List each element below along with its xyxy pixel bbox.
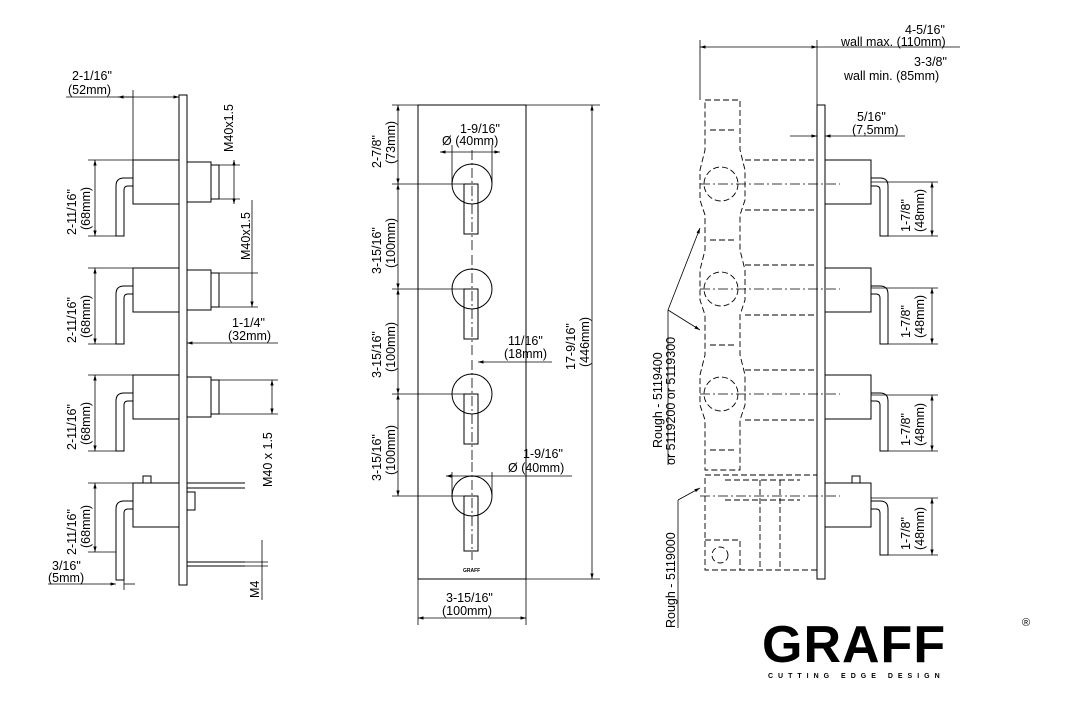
left-top-width: 2-1/16"	[72, 69, 112, 83]
right-wall-plate	[816, 104, 826, 580]
right-spacing-4-mm: (48mm)	[913, 507, 927, 550]
front-top-offset-mm: (73mm)	[384, 121, 398, 164]
right-spacing-4: 1-7/8"	[899, 517, 913, 550]
front-view: GRAFF 2-7/8" (73mm) 3-15/16" (100mm) 3-1…	[370, 104, 600, 625]
right-spacing-3-mm: (48mm)	[913, 403, 927, 446]
left-handle-2	[115, 267, 220, 345]
front-pitch-2: 3-15/16"	[370, 331, 384, 378]
left-spacing-4-mm: (68mm)	[79, 505, 93, 548]
right-rough-body	[699, 99, 840, 571]
left-depth: 1-1/4"	[232, 316, 265, 330]
front-brand-mark: GRAFF	[463, 568, 480, 574]
left-plate: 3/16"	[52, 559, 81, 573]
logo-tagline: CUTTING EDGE DESIGN	[768, 673, 945, 680]
front-width-mm: (100mm)	[442, 604, 492, 618]
front-total-height-mm: (446mm)	[578, 317, 592, 367]
left-handle-4	[115, 475, 245, 581]
right-spacing-1-mm: (48mm)	[913, 189, 927, 232]
left-handle-3	[115, 374, 220, 452]
right-wall-min: 3-3/8"	[914, 55, 947, 69]
front-pitch-2-mm: (100mm)	[384, 322, 398, 372]
right-rough-1b: or 5119200 or 5119300	[664, 337, 678, 465]
front-knob-dia2-mm: Ø (40mm)	[508, 461, 564, 475]
right-handle-3	[824, 374, 889, 452]
right-side-view: 1-7/8" (48mm) 1-7/8" (48mm) 1-7/8" (48mm…	[651, 23, 960, 628]
front-total-height: 17-9/16"	[564, 323, 578, 370]
left-spacing-3: 2-11/16"	[65, 404, 79, 450]
front-knob-2	[451, 255, 493, 355]
left-spacing-1: 2-11/16"	[65, 189, 79, 235]
right-wall-min-mm: wall min. (85mm)	[843, 69, 939, 83]
left-depth-mm: (32mm)	[228, 329, 271, 343]
right-handle-1	[824, 159, 889, 237]
left-spacing-2-mm: (68mm)	[79, 295, 93, 338]
front-knob-4	[451, 462, 493, 560]
left-side-view: 2-1/16" (52mm) 2-11/16" (68mm) 2-11/16" …	[48, 69, 278, 600]
right-rough-2: Rough - 5119000	[664, 532, 678, 628]
left-spacing-1-mm: (68mm)	[79, 187, 93, 230]
right-wall-max-mm: wall max. (110mm)	[840, 35, 946, 49]
front-knob-1	[451, 150, 493, 250]
right-spacing-2-mm: (48mm)	[913, 295, 927, 338]
left-thread-1: M40x1.5	[222, 104, 236, 152]
left-thread-3: M40 x 1.5	[261, 432, 275, 487]
front-pitch-1-mm: (100mm)	[384, 218, 398, 268]
right-spacing-3: 1-7/8"	[899, 413, 913, 446]
front-lever-offset: 11/16"	[508, 334, 543, 348]
front-pitch-3: 3-15/16"	[370, 434, 384, 481]
right-plate-mm: (7,5mm)	[852, 123, 899, 137]
front-pitch-3-mm: (100mm)	[384, 425, 398, 475]
left-spacing-2: 2-11/16"	[65, 297, 79, 343]
right-wall-max: 4-5/16"	[905, 23, 945, 37]
front-pitch-1: 3-15/16"	[370, 227, 384, 274]
front-width: 3-15/16"	[446, 591, 493, 605]
right-handle-4	[824, 475, 889, 556]
front-knob-dia2: 1-9/16"	[523, 447, 563, 461]
right-spacing-1: 1-7/8"	[899, 199, 913, 232]
left-handle-1	[115, 159, 220, 237]
right-handle-2	[824, 267, 889, 345]
right-rough-1: Rough - 5119400	[651, 352, 665, 448]
front-knob-dia-mm: Ø (40mm)	[442, 134, 498, 148]
left-spacing-3-mm: (68mm)	[79, 402, 93, 445]
front-lever-offset-mm: (18mm)	[504, 347, 547, 361]
front-plate	[417, 104, 527, 580]
logo-registered: ®	[1022, 617, 1030, 629]
left-top-width-mm: (52mm)	[68, 83, 111, 97]
left-thread-2: M40x1.5	[239, 212, 253, 260]
front-knob-dia: 1-9/16"	[460, 122, 500, 136]
right-spacing-2: 1-7/8"	[899, 305, 913, 338]
logo-name: GRAFF	[762, 616, 946, 674]
left-plate-mm: (5mm)	[48, 571, 84, 585]
left-screw: M4	[248, 581, 262, 598]
graff-logo: GRAFF ® CUTTING EDGE DESIGN	[762, 616, 1030, 680]
left-spacing-4: 2-11/16"	[65, 509, 79, 555]
front-top-offset: 2-7/8"	[370, 135, 384, 168]
left-wall-plate	[178, 94, 188, 586]
right-plate: 5/16"	[857, 110, 886, 124]
front-knob-3	[451, 360, 493, 460]
